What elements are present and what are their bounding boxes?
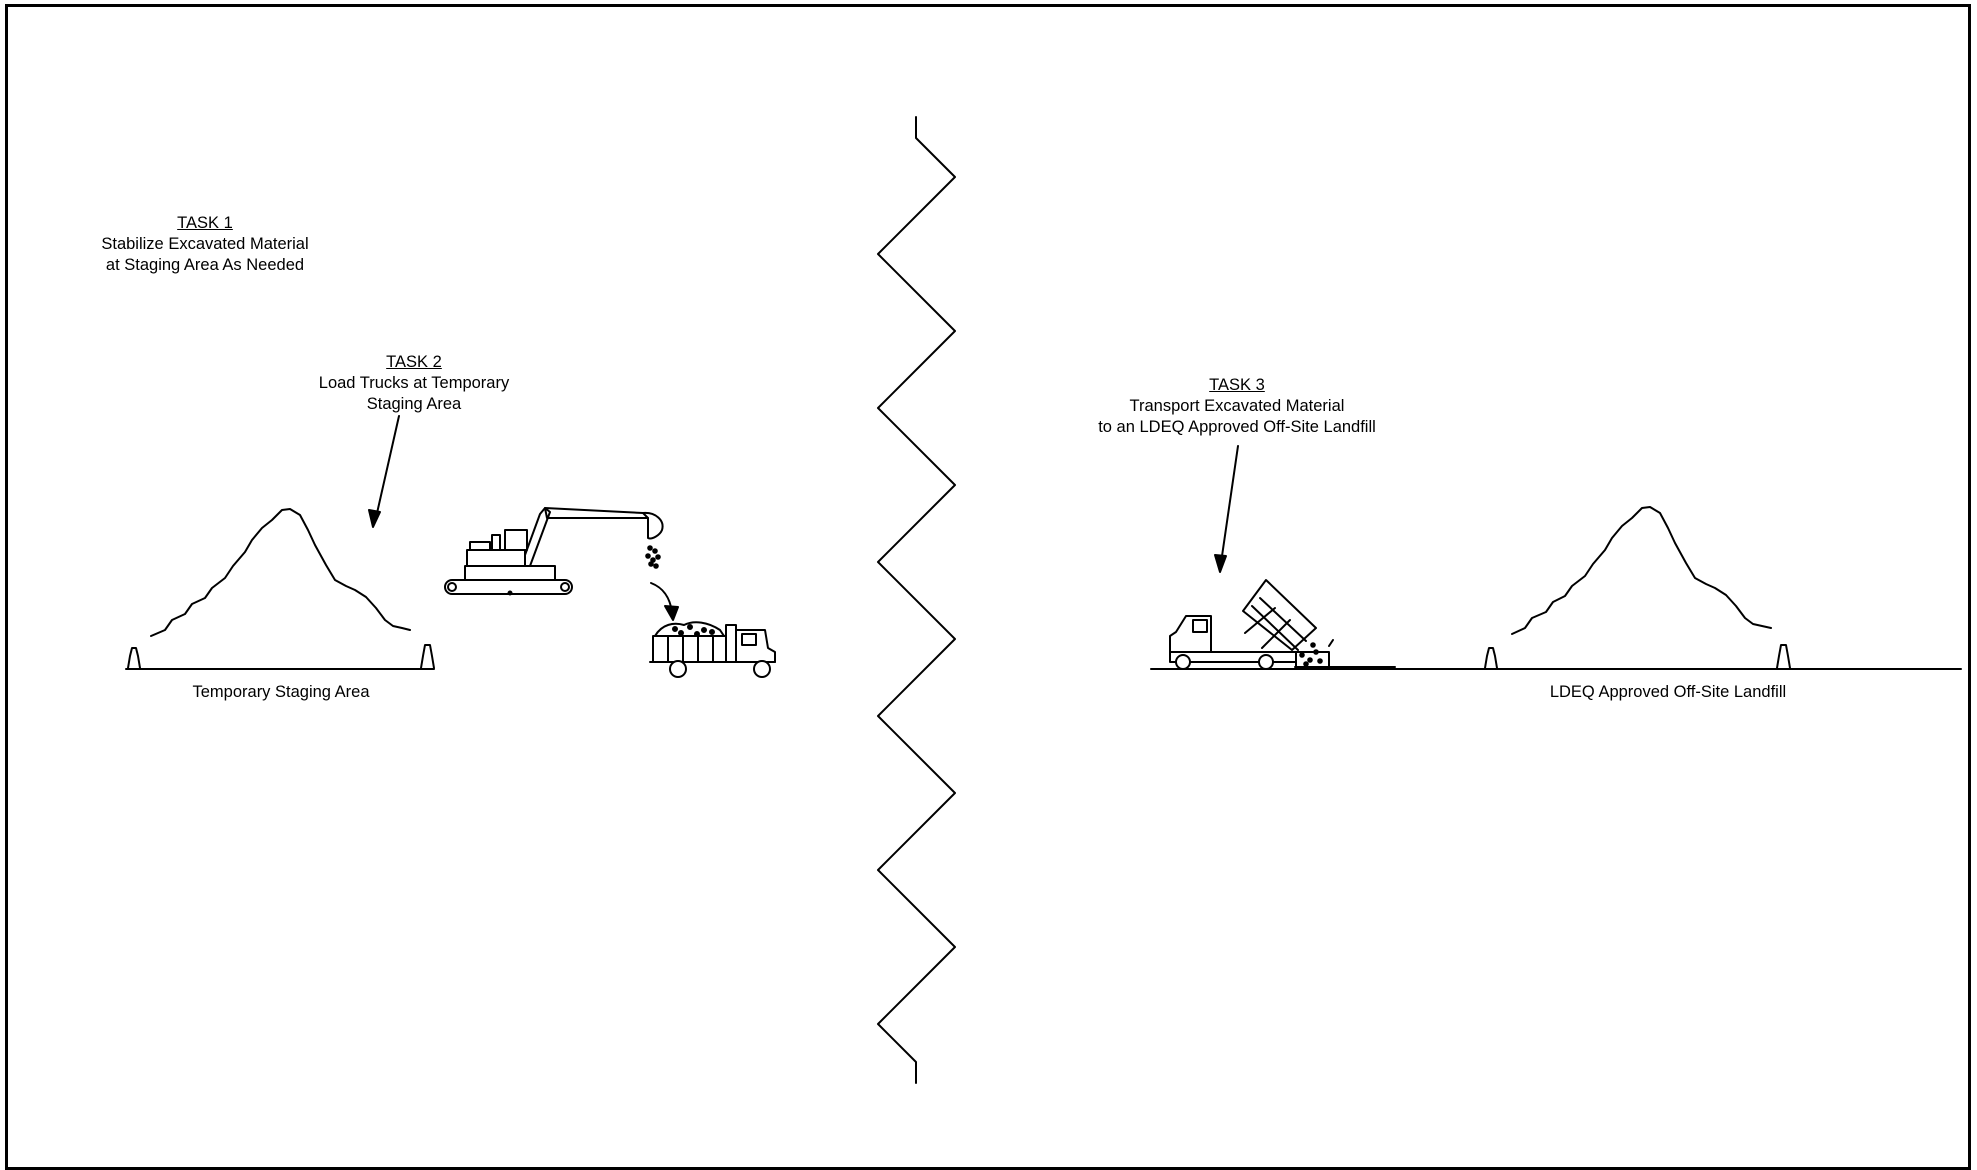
right-area-label: LDEQ Approved Off-Site Landfill (1549, 683, 1787, 701)
task2-arrowhead (368, 509, 381, 528)
break-line (877, 116, 956, 1084)
task2-line1: Load Trucks at Temporary (318, 374, 510, 392)
task1-line2: at Staging Area As Needed (105, 256, 305, 274)
task1-label: TASK 1 Stabilize Excavated Material at S… (101, 213, 308, 276)
left-area-label: Temporary Staging Area (192, 683, 370, 701)
task3-label: TASK 3 Transport Excavated Material to a… (1098, 375, 1376, 438)
task2-arrow-line (374, 415, 400, 523)
right-stake-1 (1484, 647, 1498, 669)
task3-line2: to an LDEQ Approved Off-Site Landfill (1098, 418, 1376, 436)
task3-arrowhead (1214, 554, 1227, 573)
right-stockpile (1511, 506, 1772, 635)
dump-truck-icon (1169, 579, 1334, 670)
loaded-truck-icon (649, 621, 776, 678)
task2-heading: TASK 2 (386, 353, 442, 371)
left-stake-2 (420, 644, 435, 669)
task2-label: TASK 2 Load Trucks at Temporary Staging … (319, 352, 509, 415)
task1-line1: Stabilize Excavated Material (101, 235, 309, 253)
task2-line2: Staging Area (366, 395, 462, 413)
task3-heading: TASK 3 (1209, 376, 1265, 394)
task1-heading: TASK 1 (177, 214, 233, 232)
excavator-icon (444, 507, 664, 596)
left-stake-1 (127, 647, 141, 669)
task3-arrow-line (1220, 445, 1239, 564)
loading-arrowhead (664, 605, 679, 621)
task3-line1: Transport Excavated Material (1129, 397, 1345, 415)
right-stake-2 (1776, 644, 1791, 669)
left-stockpile (150, 508, 411, 637)
